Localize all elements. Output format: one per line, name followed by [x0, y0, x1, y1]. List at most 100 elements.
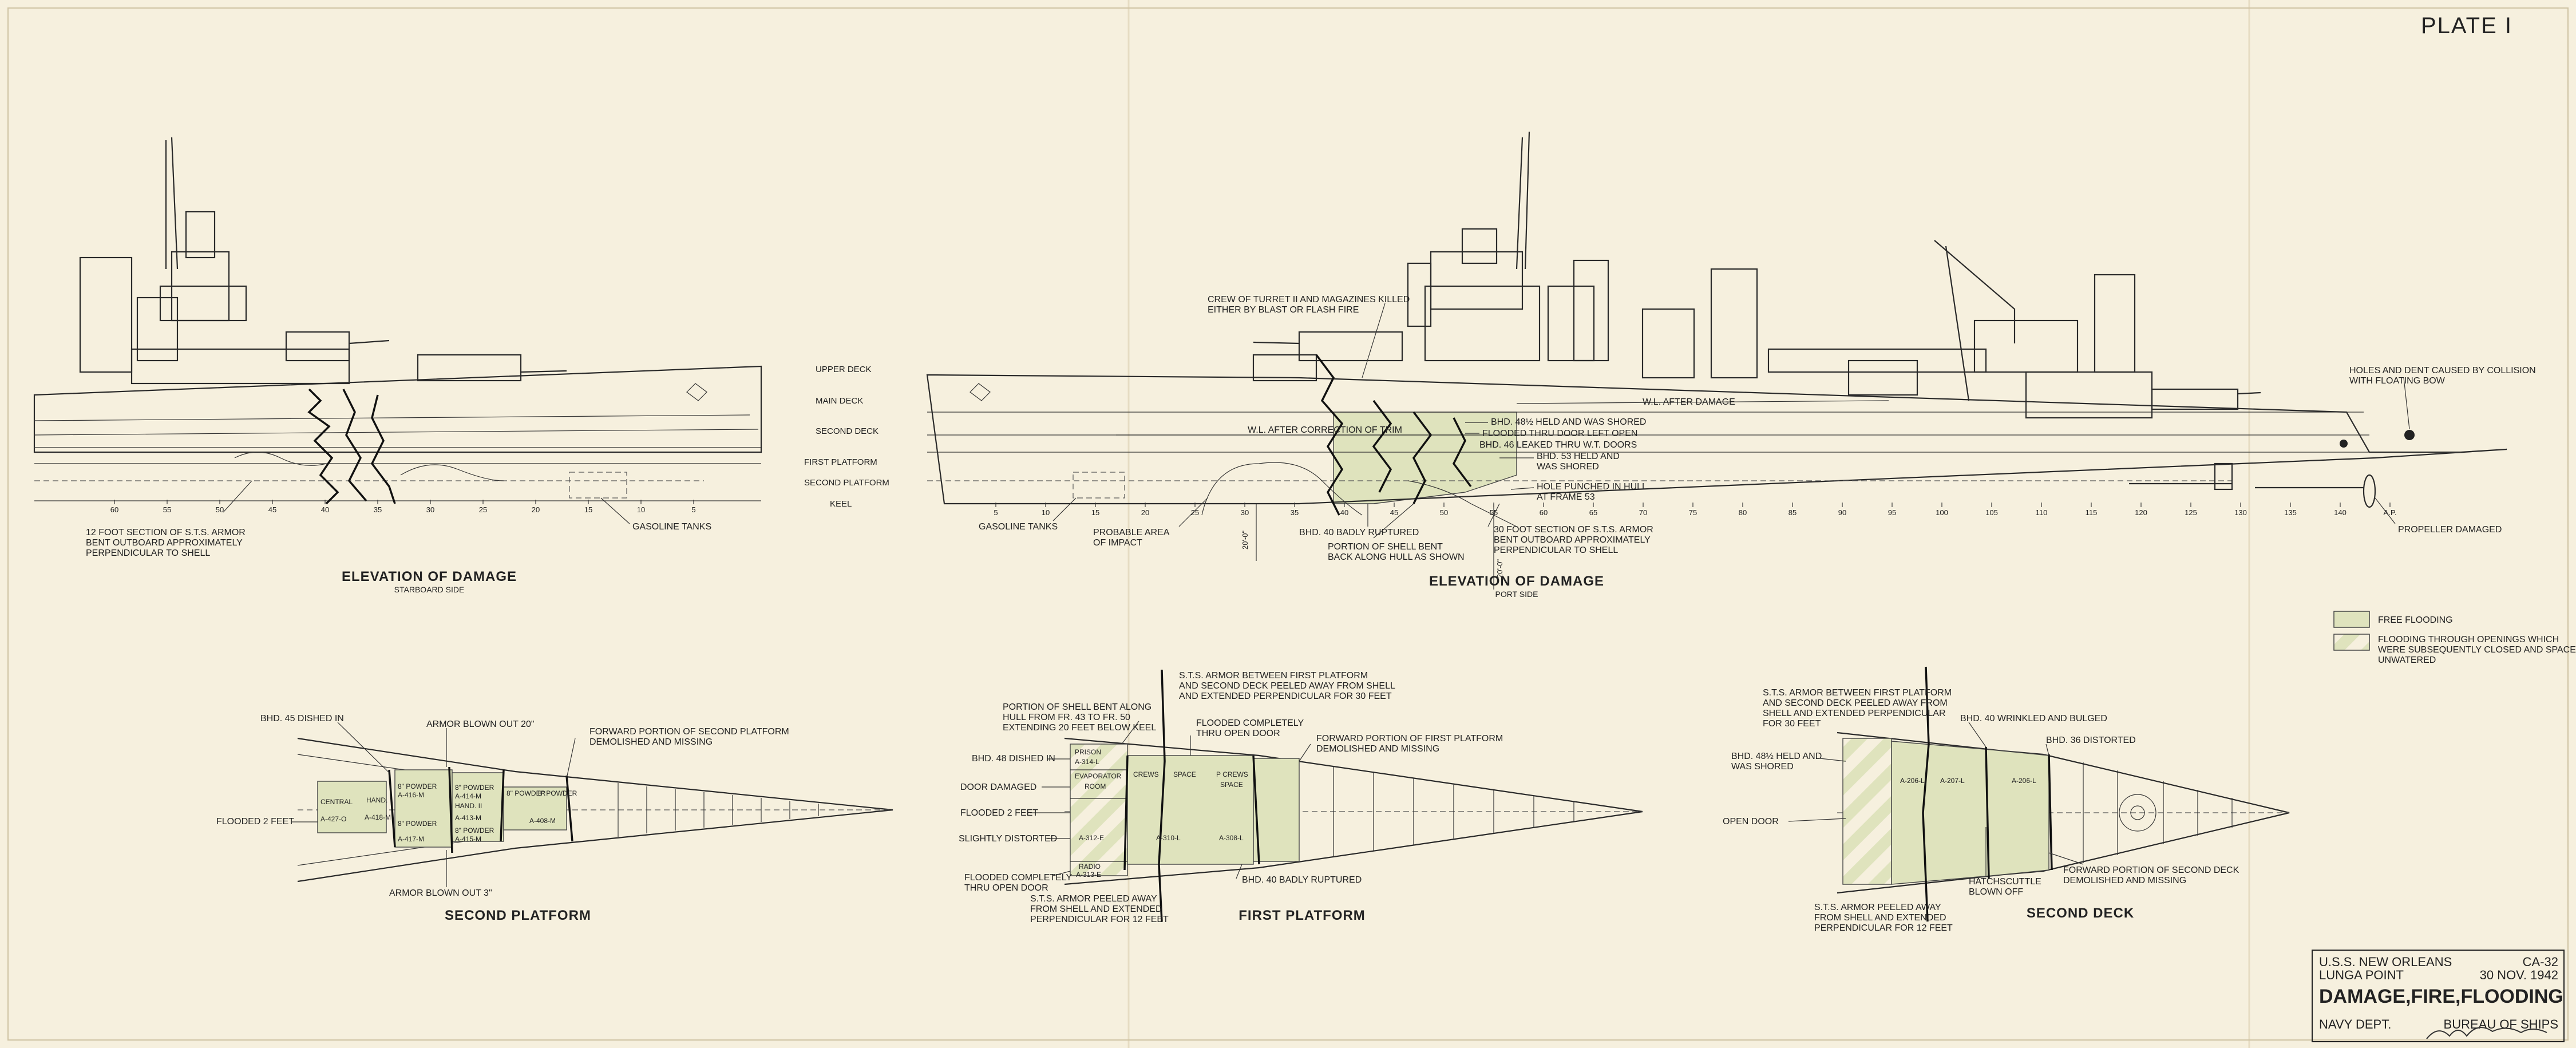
- note-shell-bent-2: BACK ALONG HULL AS SHOWN: [1328, 552, 1465, 562]
- frame-number: 60: [110, 505, 118, 514]
- frame-number: 130: [2234, 508, 2247, 517]
- signature: [2426, 1027, 2547, 1039]
- legend-swatch-through: [2333, 634, 2370, 651]
- dim-20ft-right: 20'-0": [1495, 559, 1504, 578]
- note-turret-2: EITHER BY BLAST OR FLASH FIRE: [1208, 305, 1359, 315]
- frame-number: 20: [1141, 508, 1149, 517]
- cell-crews: CREWS: [1133, 770, 1159, 778]
- note-sd-sts-bot-2: FROM SHELL AND EXTENDED: [1814, 913, 1946, 923]
- tb-place: LUNGA POINT: [2319, 968, 2404, 982]
- note-fp-sts-top-3: AND EXTENDED PERPENDICULAR FOR 30 FEET: [1179, 691, 1392, 701]
- cell-p-space: SPACE: [1220, 781, 1243, 789]
- note-hole-hull-2: AT FRAME 53: [1537, 492, 1595, 502]
- note-sp-flooded2: FLOODED 2 FEET: [216, 817, 294, 826]
- legend: FREE FLOODING FLOODING THROUGH OPENINGS …: [2333, 611, 2576, 665]
- cell-a415: A-415-M: [455, 835, 481, 843]
- note-fp-flooded-1: FLOODED COMPLETELY: [1196, 718, 1304, 728]
- title-block: U.S.S. NEW ORLEANS CA-32 LUNGA POINT 30 …: [2312, 950, 2565, 1042]
- note-sd-hatch-2: BLOWN OFF: [1969, 887, 2023, 897]
- note-collision-2: WITH FLOATING BOW: [2349, 376, 2446, 386]
- cell-a310: A-310-L: [1156, 834, 1181, 842]
- cell-a414: A-414-M: [455, 792, 481, 800]
- note-sd-hatch-1: HATCHSCUTTLE: [1969, 877, 2041, 887]
- note-wl-after: W.L. AFTER DAMAGE: [1643, 397, 1735, 407]
- frame-number: 30: [426, 505, 434, 514]
- cell-a427: A-427-O: [320, 815, 346, 823]
- cell-p-crews: P CREWS: [1216, 770, 1248, 778]
- note-fp-bhd48: BHD. 48 DISHED IN: [972, 754, 1055, 764]
- note-fp-flooded-2: THRU OPEN DOOR: [1196, 729, 1280, 738]
- frame-number: 40: [1340, 508, 1348, 517]
- note-turret-1: CREW OF TURRET II AND MAGAZINES KILLED: [1208, 295, 1410, 304]
- frame-number: 15: [1091, 508, 1099, 517]
- cell-powder-1: 8" POWDER: [398, 782, 437, 790]
- note-fp-flooded2b-2: THRU OPEN DOOR: [964, 883, 1048, 893]
- cell-a416: A-416-M: [398, 791, 424, 799]
- frame-number: A.P.: [2384, 508, 2397, 517]
- note-fp-shell-3: EXTENDING 20 FEET BELOW KEEL: [1003, 723, 1156, 733]
- note-sd-forward-1: FORWARD PORTION OF SECOND DECK: [2063, 865, 2239, 875]
- cell-hand: HAND.: [366, 796, 387, 804]
- frame-number: 80: [1739, 508, 1747, 517]
- deck-upper: UPPER DECK: [816, 365, 872, 374]
- note-armor-30-1: 30 FOOT SECTION OF S.T.S. ARMOR: [1494, 525, 1653, 535]
- note-sd-open-door: OPEN DOOR: [1723, 817, 1779, 826]
- tb-subject: DAMAGE,FIRE,FLOODING: [2319, 986, 2563, 1007]
- cell-radio: RADIO: [1079, 863, 1101, 871]
- note-sp-armor20: ARMOR BLOWN OUT 20": [426, 719, 535, 729]
- cell-a418: A-418-M: [365, 813, 391, 821]
- deck-labels: UPPER DECK MAIN DECK SECOND DECK FIRST P…: [804, 365, 889, 509]
- note-sd-sts-bot-3: PERPENDICULAR FOR 12 FEET: [1814, 923, 1953, 933]
- note-fp-flooded2: FLOODED 2 FEET: [960, 808, 1038, 818]
- note-sp-forward-1: FORWARD PORTION OF SECOND PLATFORM: [589, 727, 789, 737]
- legend-swatch-free: [2333, 611, 2370, 628]
- frame-number: 85: [1788, 508, 1797, 517]
- note-propeller: PROPELLER DAMAGED: [2398, 525, 2502, 535]
- frame-number: 60: [1540, 508, 1548, 517]
- frame-number: 5: [994, 508, 998, 517]
- frame-number: 35: [374, 505, 382, 514]
- frame-number: 105: [1985, 508, 1998, 517]
- frame-number: 20: [532, 505, 540, 514]
- frame-number: 125: [2185, 508, 2197, 517]
- plan-first-platform: PRISON A-314-L EVAPORATOR ROOM CREWS SPA…: [959, 669, 1643, 924]
- note-fp-forward-2: DEMOLISHED AND MISSING: [1316, 744, 1439, 754]
- first-platform-title: FIRST PLATFORM: [1238, 908, 1366, 923]
- note-sp-armor3: ARMOR BLOWN OUT 3": [389, 888, 492, 898]
- note-sd-bhd48-2: WAS SHORED: [1731, 762, 1794, 772]
- elevation-starboard-subtitle: STARBOARD SIDE: [394, 585, 465, 594]
- cell-a408: A-408-M: [529, 817, 556, 825]
- tb-ship: U.S.S. NEW ORLEANS: [2319, 955, 2452, 969]
- frame-number: 55: [163, 505, 171, 514]
- note-sd-sts-top-3: SHELL AND EXTENDED PERPENDICULAR: [1763, 709, 1946, 718]
- frame-number: 45: [268, 505, 276, 514]
- cell-a207-l: A-207-L: [1940, 777, 1965, 785]
- frame-number: 10: [1042, 508, 1050, 517]
- frame-number: 45: [1390, 508, 1398, 517]
- note-bhd40: BHD. 40 BADLY RUPTURED: [1299, 528, 1419, 537]
- tb-bureau: BUREAU OF SHIPS: [2444, 1017, 2558, 1031]
- cell-hand-ii: HAND. II: [455, 802, 482, 810]
- note-fp-sts-bot-1: S.T.S. ARMOR PEELED AWAY: [1030, 894, 1157, 904]
- note-armor-30-2: BENT OUTBOARD APPROXIMATELY: [1494, 535, 1651, 545]
- cell-powder-5: 8" POWDER: [507, 789, 546, 797]
- second-deck-title: SECOND DECK: [2027, 905, 2134, 921]
- note-probable-2: OF IMPACT: [1093, 538, 1142, 548]
- elevation-port-title: ELEVATION OF DAMAGE: [1429, 574, 1604, 589]
- frame-number: 65: [1589, 508, 1597, 517]
- note-fp-bhd40: BHD. 40 BADLY RUPTURED: [1242, 875, 1362, 885]
- frame-number: 10: [637, 505, 645, 514]
- frame-number: 35: [1291, 508, 1299, 517]
- note-bhd48: BHD. 48½ HELD AND WAS SHORED: [1491, 417, 1646, 427]
- cell-a417: A-417-M: [398, 835, 424, 843]
- deck-main: MAIN DECK: [816, 396, 863, 406]
- cell-a413: A-413-M: [455, 814, 481, 822]
- note-sp-forward-2: DEMOLISHED AND MISSING: [589, 737, 713, 747]
- legend-through-3: UNWATERED: [2378, 655, 2436, 665]
- legend-through-1: FLOODING THROUGH OPENINGS WHICH: [2378, 635, 2559, 644]
- frame-number: 30: [1241, 508, 1249, 517]
- second-platform-title: SECOND PLATFORM: [445, 908, 591, 923]
